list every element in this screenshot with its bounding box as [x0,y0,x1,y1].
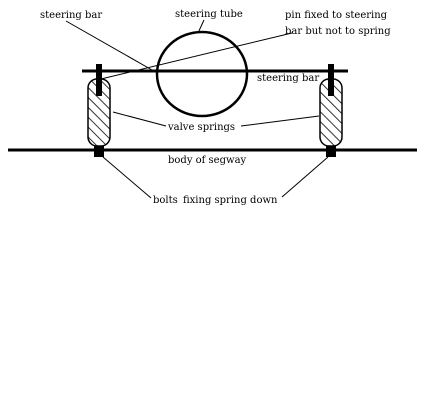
leader-bolts [102,156,152,199]
steering-tube-circle [155,30,249,118]
label-pin-line2: bar but not to spring [285,26,391,37]
label-steering-bar-left: steering bar [40,10,102,21]
right-bolt [326,146,336,157]
leader-valve-springs-right [240,115,320,127]
left-bolt [94,146,104,157]
label-pin-line1: pin fixed to steering [285,10,388,21]
right-pin [328,64,334,96]
leader-pin [100,32,293,80]
label-body-of-segway: body of segway [168,155,247,166]
label-bolts: bolts [153,195,178,206]
leader-fixing-spring [281,156,329,198]
label-valve-springs: valve springs [167,122,235,133]
leader-valve-springs-left [112,111,167,127]
left-pin [96,64,102,96]
leader-steering-tube [197,19,205,34]
label-fixing-spring-down: fixing spring down [183,195,278,206]
leader-steering-bar-left [65,20,153,71]
label-steering-bar-right: steering bar [257,73,319,84]
label-steering-tube: steering tube [175,9,243,20]
